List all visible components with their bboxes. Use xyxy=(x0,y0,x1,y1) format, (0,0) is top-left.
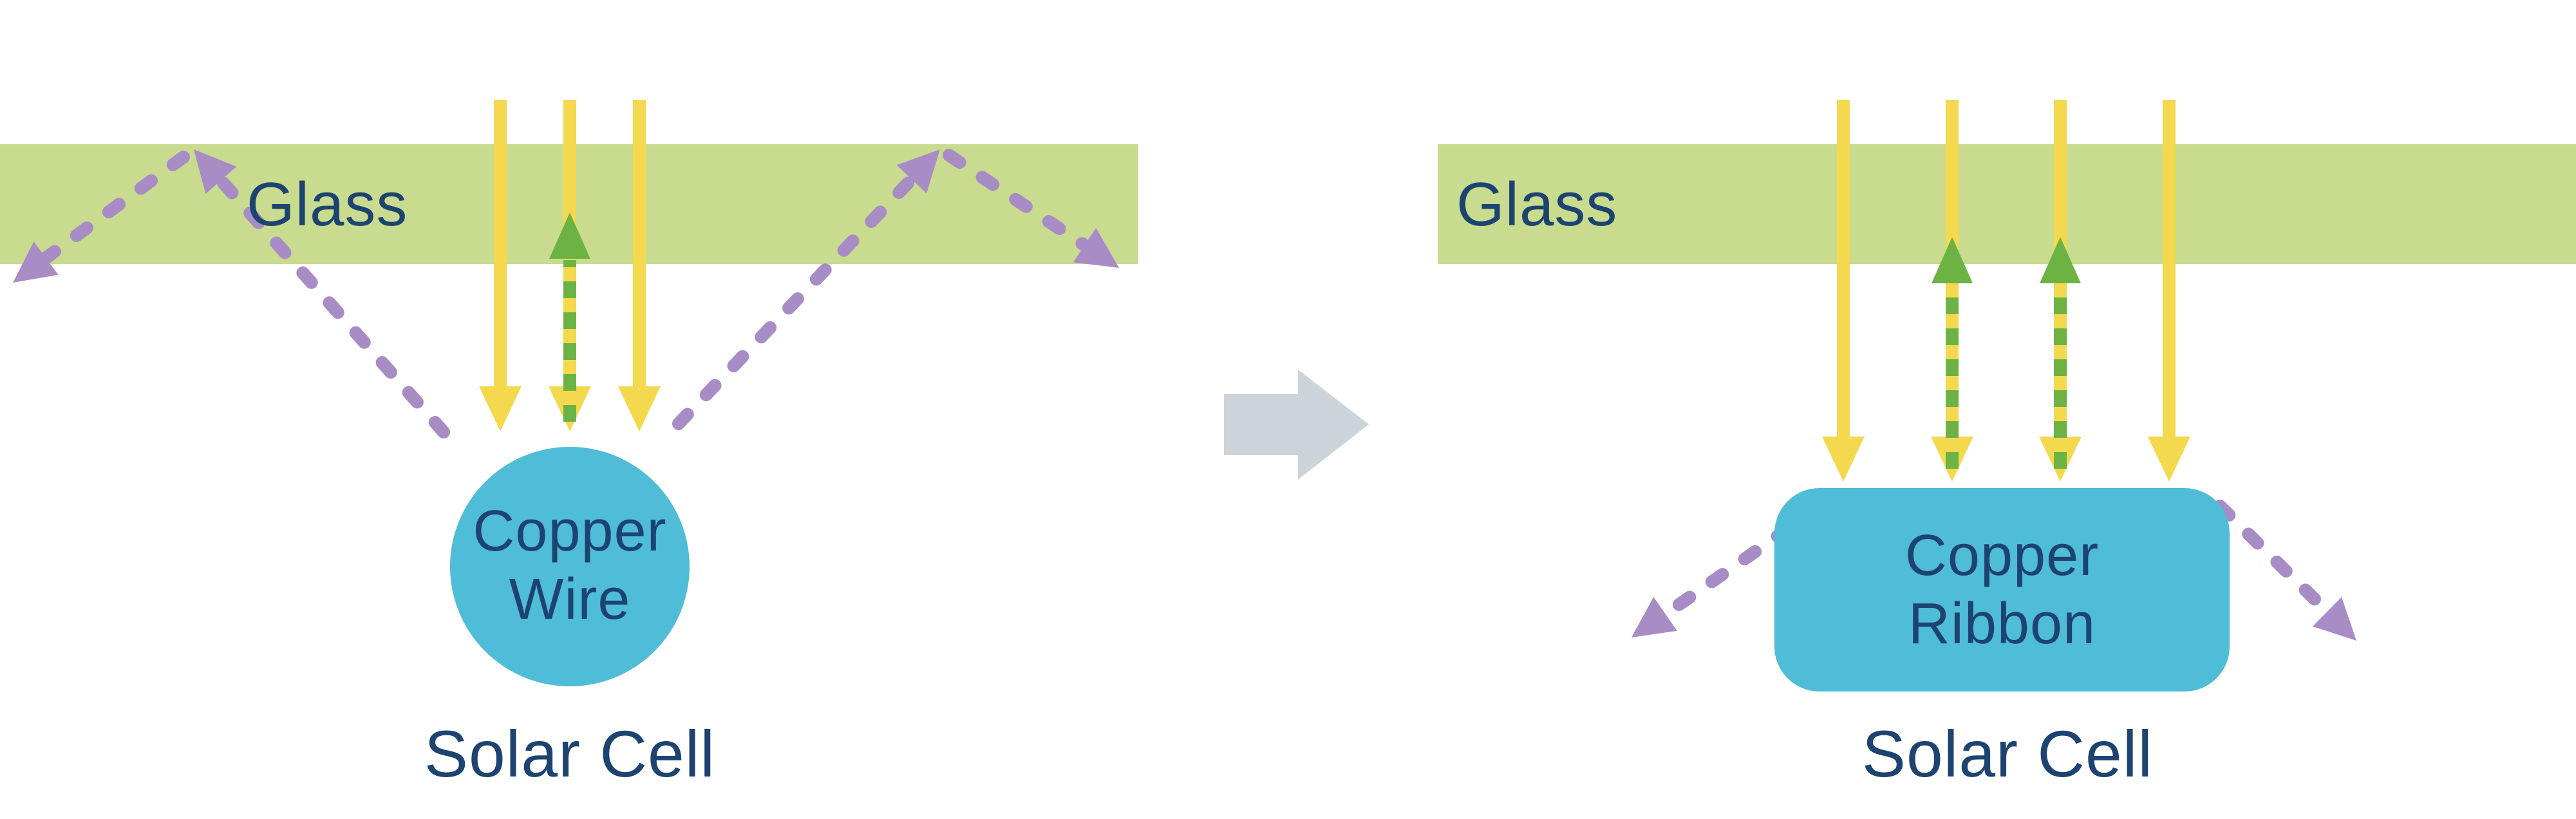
scattered-light-arrowhead xyxy=(1631,597,1677,637)
scattered-light-arrow-right xyxy=(672,149,1119,430)
left-panel xyxy=(0,100,1138,686)
scattered-light-arrow-left xyxy=(1631,500,1827,637)
right-panel xyxy=(1438,100,2576,692)
copper-wire-label: Copper Wire xyxy=(473,499,667,632)
solar-cell-label-right: Solar Cell xyxy=(1861,717,2154,791)
scattered-light-arrow-right xyxy=(2214,500,2356,641)
copper-ribbon-shape xyxy=(1774,488,2230,692)
glass-label-left: Glass xyxy=(247,170,408,239)
scattered-light-arrowhead xyxy=(2312,597,2356,641)
glass-label-right: Glass xyxy=(1456,170,1618,239)
copper-ribbon-label: Copper Ribbon xyxy=(1904,523,2100,656)
scattered-light-arrowhead xyxy=(194,149,237,194)
reflected-light-arrow xyxy=(2040,237,2081,469)
sunlight-arrow xyxy=(618,100,661,431)
sunlight-arrow xyxy=(1822,100,1865,482)
sunlight-arrow xyxy=(479,100,522,431)
solar-cell-label-left: Solar Cell xyxy=(424,717,716,791)
transition-arrow-icon xyxy=(1224,370,1369,480)
reflected-light-arrow xyxy=(549,212,590,422)
reflected-light-arrow xyxy=(1932,237,1973,469)
glass-panel-right xyxy=(1438,144,2576,264)
copper-wire-shape xyxy=(450,447,690,686)
scattered-light-arrowhead xyxy=(896,149,940,194)
scattered-light-arrowhead xyxy=(1073,227,1119,268)
sunlight-arrow xyxy=(2148,100,2190,482)
scattered-light-arrowhead xyxy=(13,241,59,283)
scattered-light-arrow-left xyxy=(13,149,450,438)
